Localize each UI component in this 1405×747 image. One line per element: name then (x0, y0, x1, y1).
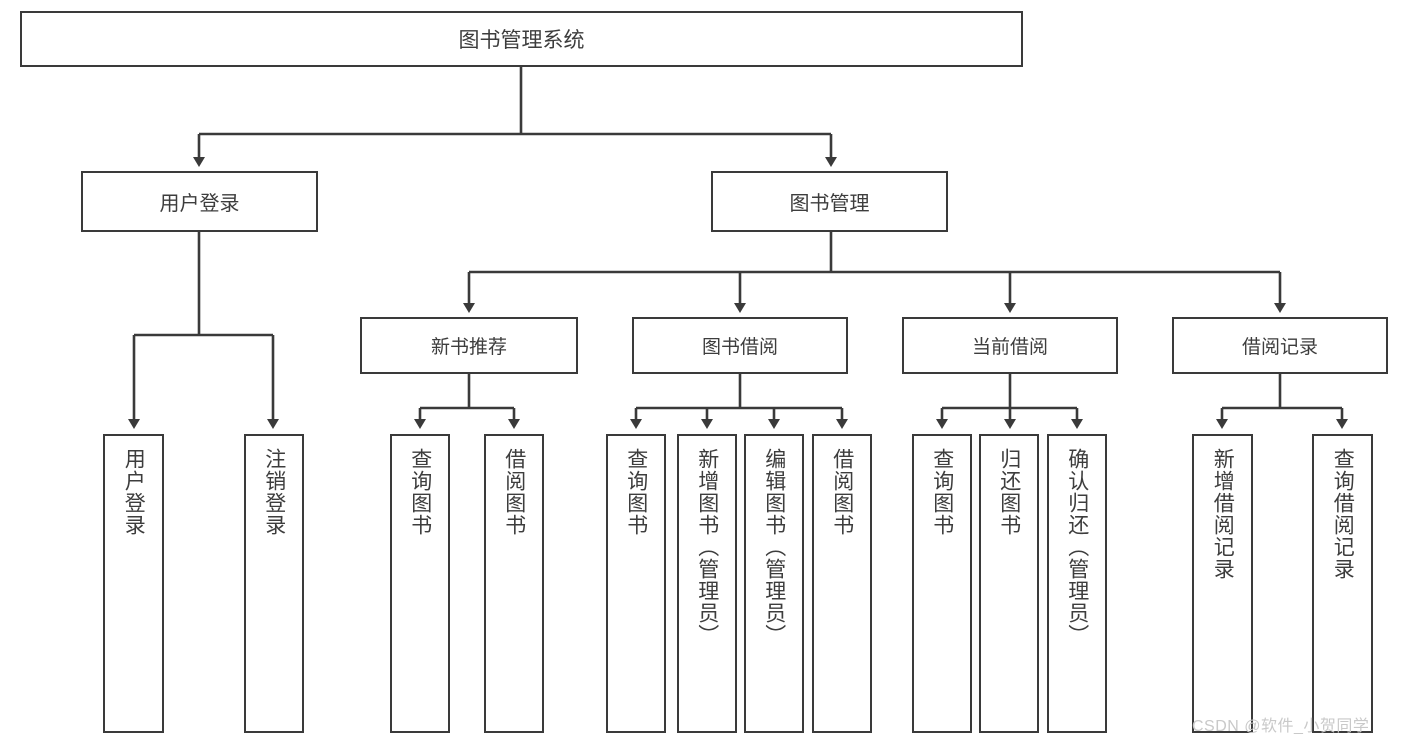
leaf-query-book-2-label: 查询图书 (624, 448, 648, 536)
node-borrow-record-label: 借阅记录 (1241, 337, 1318, 358)
leaf-borrow-book-1-label: 借阅图书 (502, 448, 526, 536)
leaf-edit-book-label: 编辑图书（管理员） (762, 448, 786, 646)
node-root-label: 图书管理系统 (458, 29, 585, 52)
leaf-query-book-3-label: 查询图书 (930, 448, 954, 536)
leaf-return-book[interactable]: 归还图书 (979, 434, 1039, 733)
leaf-return-book-label: 归还图书 (997, 448, 1021, 536)
leaf-user-login-label: 用户登录 (122, 448, 146, 536)
leaf-borrow-book-2-label: 借阅图书 (830, 448, 854, 536)
leaf-add-book[interactable]: 新增图书（管理员） (677, 434, 737, 733)
node-new-book-recommend-label: 新书推荐 (430, 337, 507, 358)
leaf-borrow-book-1[interactable]: 借阅图书 (484, 434, 544, 733)
leaf-add-record[interactable]: 新增借阅记录 (1192, 434, 1253, 733)
leaf-confirm-return-label: 确认归还（管理员） (1065, 448, 1089, 646)
leaf-query-book-2[interactable]: 查询图书 (606, 434, 666, 733)
node-current-borrow-label: 当前借阅 (971, 337, 1048, 358)
leaf-borrow-book-2[interactable]: 借阅图书 (812, 434, 872, 733)
leaf-query-record[interactable]: 查询借阅记录 (1312, 434, 1373, 733)
leaf-add-record-label: 新增借阅记录 (1211, 448, 1235, 580)
node-book-borrow[interactable]: 图书借阅 (632, 317, 848, 374)
node-current-borrow[interactable]: 当前借阅 (902, 317, 1118, 374)
node-book-borrow-label: 图书借阅 (701, 337, 778, 358)
leaf-confirm-return[interactable]: 确认归还（管理员） (1047, 434, 1107, 733)
node-user-login[interactable]: 用户登录 (81, 171, 318, 232)
node-root[interactable]: 图书管理系统 (20, 11, 1023, 67)
leaf-user-login[interactable]: 用户登录 (103, 434, 164, 733)
leaf-query-book-1[interactable]: 查询图书 (390, 434, 450, 733)
node-book-management-label: 图书管理 (789, 193, 870, 215)
watermark: CSDN @软件_小贺同学 (1192, 718, 1370, 735)
leaf-logout-login-label: 注销登录 (262, 448, 286, 536)
leaf-query-book-3[interactable]: 查询图书 (912, 434, 972, 733)
node-borrow-record[interactable]: 借阅记录 (1172, 317, 1388, 374)
node-user-login-label: 用户登录 (159, 193, 240, 215)
leaf-query-book-1-label: 查询图书 (408, 448, 432, 536)
leaf-logout-login[interactable]: 注销登录 (244, 434, 304, 733)
node-new-book-recommend[interactable]: 新书推荐 (360, 317, 578, 374)
leaf-query-record-label: 查询借阅记录 (1331, 448, 1355, 580)
node-book-management[interactable]: 图书管理 (711, 171, 948, 232)
leaf-edit-book[interactable]: 编辑图书（管理员） (744, 434, 804, 733)
leaf-add-book-label: 新增图书（管理员） (695, 448, 719, 646)
